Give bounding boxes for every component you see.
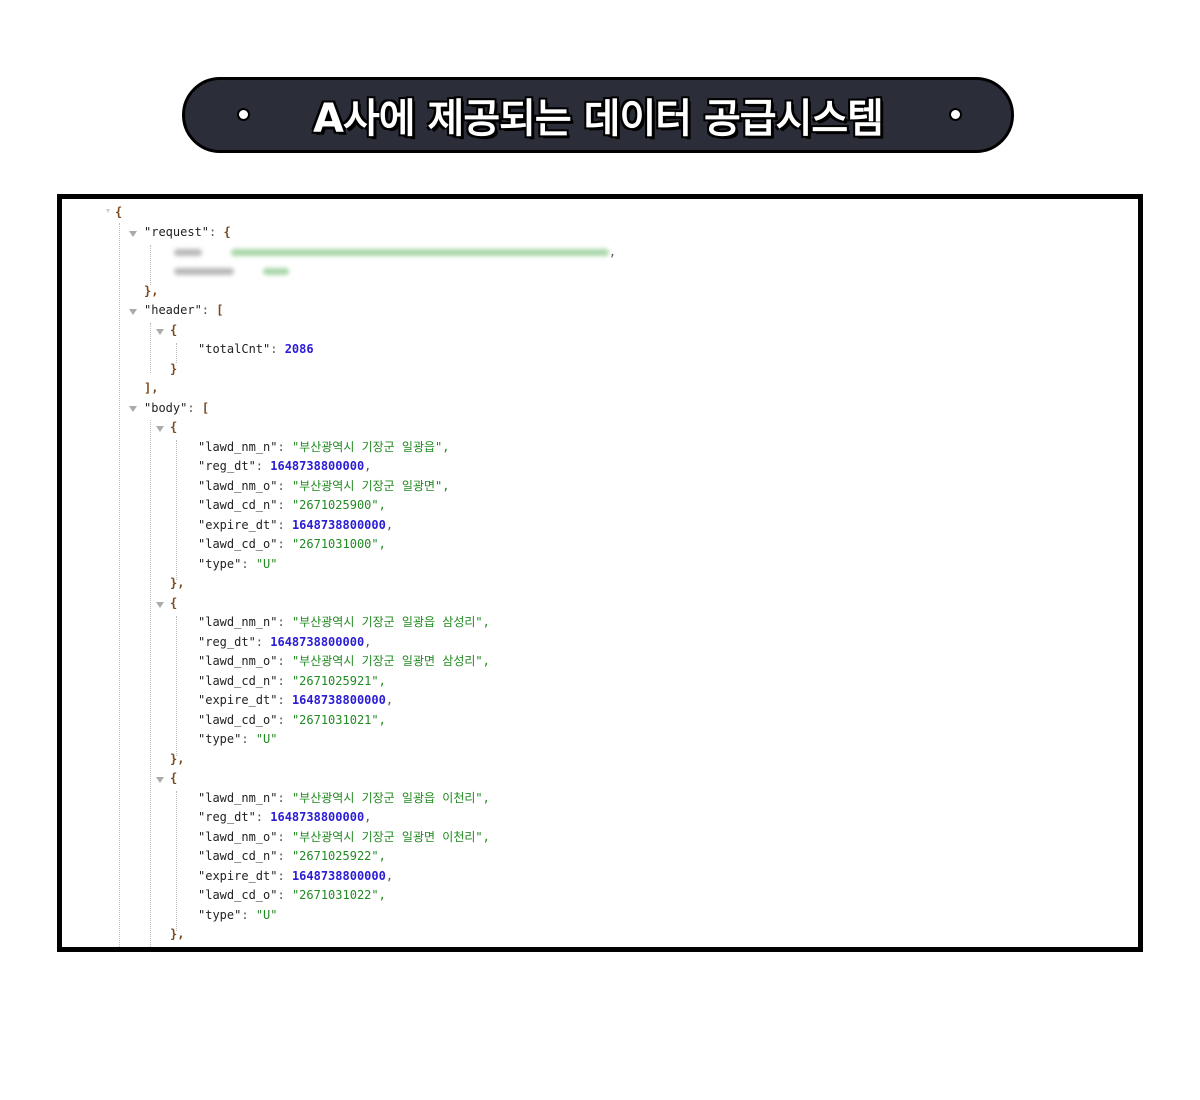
body-item-close: }, <box>170 576 185 590</box>
bullet-dot-icon <box>949 108 962 121</box>
indent-guide <box>119 223 120 947</box>
json-field: "lawd_cd_n": "2671025921", <box>198 674 386 688</box>
json-field: "expire_dt": 1648738800000, <box>198 518 394 532</box>
json-field: "type": "U" <box>198 557 278 571</box>
indent-guide <box>150 323 151 373</box>
indent-guide <box>150 420 151 947</box>
body-item-open: { <box>170 420 178 434</box>
collapse-toggle-icon[interactable] <box>129 406 137 412</box>
header-line: "header": [ <box>144 303 224 317</box>
body-line: "body": [ <box>144 401 210 415</box>
collapse-toggle-icon[interactable] <box>129 309 137 315</box>
collapse-toggle-icon[interactable] <box>156 329 164 335</box>
request-close: }, <box>144 284 159 298</box>
json-field: "lawd_cd_o": "2671031022", <box>198 888 386 902</box>
request-line: "request": { <box>144 225 231 239</box>
json-field: "reg_dt": 1648738800000, <box>198 635 372 649</box>
collapse-toggle-icon[interactable] <box>106 209 110 213</box>
json-field: "lawd_cd_n": "2671025900", <box>198 498 386 512</box>
json-field: "lawd_nm_o": "부산광역시 기장군 일광면 삼성리", <box>198 654 490 668</box>
json-field: "type": "U" <box>198 908 278 922</box>
redacted-field: , <box>174 243 616 263</box>
indent-guide <box>176 343 177 363</box>
body-item-open: { <box>170 771 178 785</box>
json-field: "lawd_nm_n": "부산광역시 기장군 일광읍 삼성리", <box>198 615 490 629</box>
json-field: "reg_dt": 1648738800000, <box>198 810 372 824</box>
indent-guide <box>176 440 177 580</box>
json-field: "expire_dt": 1648738800000, <box>198 693 394 707</box>
redacted-field <box>174 262 289 282</box>
indent-guide <box>176 616 177 756</box>
json-field: "type": "U" <box>198 732 278 746</box>
collapse-toggle-icon[interactable] <box>156 426 164 432</box>
totalcnt-field: "totalCnt": 2086 <box>198 342 314 356</box>
json-field: "lawd_nm_n": "부산광역시 기장군 일광읍", <box>198 440 450 454</box>
body-item-close: }, <box>170 752 185 766</box>
bullet-dot-icon <box>237 108 250 121</box>
collapse-toggle-icon[interactable] <box>129 231 137 237</box>
header-item-close: } <box>170 362 178 376</box>
title-banner: A사에 제공되는 데이터 공급시스템 <box>182 77 1014 153</box>
header-close: ], <box>144 381 159 395</box>
json-field: "lawd_nm_o": "부산광역시 기장군 일광면 이천리", <box>198 830 490 844</box>
page-title: A사에 제공되는 데이터 공급시스템 <box>313 96 884 142</box>
json-field: "lawd_nm_n": "부산광역시 기장군 일광읍 이천리", <box>198 791 490 805</box>
json-viewer: { "request": { , }, "header": [ { "total… <box>62 199 1138 947</box>
collapse-toggle-icon[interactable] <box>156 777 164 783</box>
json-field: "lawd_cd_n": "2671025922", <box>198 849 386 863</box>
root-open-brace: { <box>115 205 123 219</box>
json-field: "reg_dt": 1648738800000, <box>198 459 372 473</box>
body-item-open: { <box>170 596 178 610</box>
json-field: "lawd_cd_o": "2671031000", <box>198 537 386 551</box>
header-item-open: { <box>170 323 178 337</box>
indent-guide <box>150 245 151 285</box>
collapse-toggle-icon[interactable] <box>156 602 164 608</box>
json-field: "expire_dt": 1648738800000, <box>198 869 394 883</box>
json-viewer-frame: { "request": { , }, "header": [ { "total… <box>57 194 1143 952</box>
json-field: "lawd_nm_o": "부산광역시 기장군 일광면", <box>198 479 450 493</box>
body-item-close: }, <box>170 927 185 941</box>
json-field: "lawd_cd_o": "2671031021", <box>198 713 386 727</box>
indent-guide <box>176 791 177 931</box>
